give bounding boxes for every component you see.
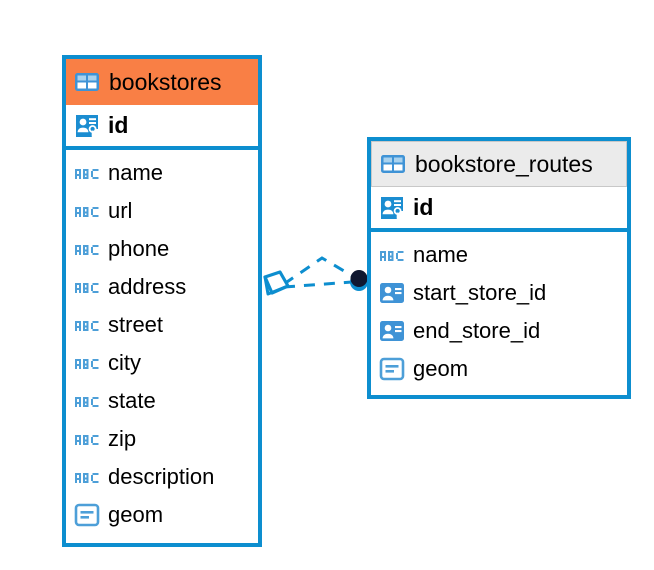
primary-key-row[interactable]: id — [66, 105, 258, 150]
abc-text-icon — [75, 207, 99, 217]
column-row-url[interactable]: url — [66, 192, 258, 230]
column-row-city[interactable]: city — [66, 344, 258, 382]
abc-text-icon — [75, 283, 99, 293]
abc-text-icon — [75, 359, 99, 369]
relationship-line-lower — [283, 280, 353, 289]
entity-title: bookstore_routes — [415, 150, 593, 177]
column-label: address — [108, 274, 187, 299]
column-row-name[interactable]: name — [371, 236, 627, 274]
column-row-street[interactable]: street — [66, 306, 258, 344]
column-list: name url — [66, 150, 258, 539]
column-row-name[interactable]: name — [66, 154, 258, 192]
column-label: phone — [108, 236, 170, 261]
entity-table-bookstores[interactable]: bookstores id — [62, 55, 262, 547]
primary-key-icon — [76, 114, 98, 137]
foreign-key-icon — [380, 321, 404, 341]
column-label: city — [108, 350, 141, 375]
primary-key-label: id — [108, 112, 129, 138]
abc-text-icon — [75, 435, 99, 445]
primary-key-row[interactable]: id — [371, 187, 627, 232]
entity-table-bookstore-routes[interactable]: bookstore_routes id — [367, 137, 631, 399]
column-label: zip — [108, 426, 137, 451]
column-row-zip[interactable]: zip — [66, 420, 258, 458]
entity-header[interactable]: bookstore_routes — [371, 141, 627, 187]
abc-text-icon — [75, 397, 99, 407]
column-label: name — [108, 160, 164, 185]
column-label: end_store_id — [413, 318, 541, 343]
geometry-icon — [74, 503, 100, 527]
relationship-line-upper — [283, 256, 357, 286]
primary-key-label: id — [413, 194, 434, 220]
primary-key-icon — [381, 196, 403, 219]
table-icon — [381, 155, 405, 173]
column-label: url — [108, 198, 133, 223]
open-diamond-icon — [263, 270, 290, 296]
abc-text-icon — [75, 245, 99, 255]
column-row-phone[interactable]: phone — [66, 230, 258, 268]
column-row-geom[interactable]: geom — [66, 496, 258, 534]
column-row-start-store-id[interactable]: start_store_id — [371, 274, 627, 312]
column-label: name — [413, 242, 469, 267]
column-row-address[interactable]: address — [66, 268, 258, 306]
column-label: start_store_id — [413, 280, 547, 305]
foreign-key-icon — [380, 283, 404, 303]
column-label: geom — [413, 356, 469, 381]
column-row-geom[interactable]: geom — [371, 350, 627, 388]
abc-text-icon — [75, 321, 99, 331]
filled-circle-icon — [350, 270, 368, 291]
column-label: street — [108, 312, 164, 337]
column-label: description — [108, 464, 215, 489]
column-row-state[interactable]: state — [66, 382, 258, 420]
entity-header[interactable]: bookstores — [66, 59, 258, 105]
column-row-description[interactable]: description — [66, 458, 258, 496]
column-row-end-store-id[interactable]: end_store_id — [371, 312, 627, 350]
abc-text-icon — [75, 169, 99, 179]
column-label: state — [108, 388, 156, 413]
table-icon — [75, 73, 99, 91]
abc-text-icon — [380, 251, 404, 261]
geometry-icon — [379, 357, 405, 381]
entity-title: bookstores — [109, 68, 222, 95]
column-list: name start_store_id — [371, 232, 627, 393]
abc-text-icon — [75, 473, 99, 483]
column-label: geom — [108, 502, 164, 527]
